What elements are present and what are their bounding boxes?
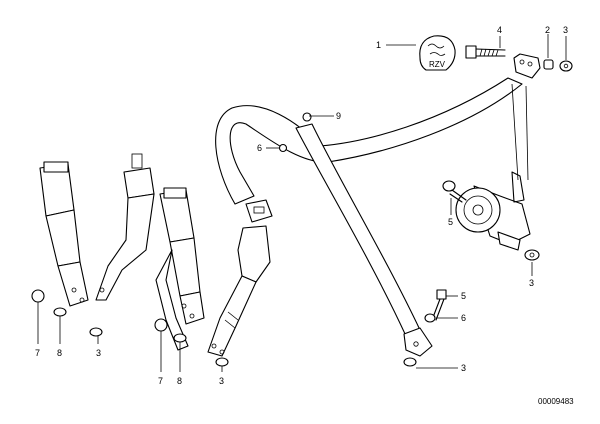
callout-3-bottom: 3 bbox=[461, 363, 466, 373]
plug-part-mid bbox=[278, 143, 288, 153]
washer-part-bottom bbox=[403, 357, 417, 367]
bolt-part bbox=[465, 45, 506, 59]
leader-lines bbox=[37, 34, 567, 372]
spacer-part-left bbox=[53, 307, 67, 317]
spacer-part bbox=[543, 59, 554, 70]
center-buckle-assembly bbox=[155, 187, 205, 351]
shoulder-belt-webbing bbox=[215, 77, 529, 205]
cap-part-center bbox=[154, 318, 168, 332]
callout-5-right: 5 bbox=[448, 217, 453, 227]
svg-text:RZV: RZV bbox=[429, 60, 446, 69]
callout-9-mid: 9 bbox=[336, 111, 341, 121]
callout-3-center: 3 bbox=[219, 376, 224, 386]
belt-guide-cover-part: RZV bbox=[419, 35, 456, 71]
drawing-code: 00009483 bbox=[538, 397, 574, 406]
cap-part-left bbox=[31, 289, 45, 303]
washer-part-left bbox=[89, 327, 103, 337]
callout-labels: 1 4 2 3 9 6 5 3 5 6 3 7 8 3 7 8 3 bbox=[35, 25, 568, 386]
center-belt-tongue bbox=[207, 199, 273, 357]
callout-5-low: 5 bbox=[461, 291, 466, 301]
callout-7-left: 7 bbox=[35, 348, 40, 358]
left-belt-tongue bbox=[95, 153, 155, 301]
callout-8-center: 8 bbox=[177, 376, 182, 386]
washer-part-center bbox=[215, 357, 229, 367]
callout-7-center: 7 bbox=[158, 376, 163, 386]
callout-3-top: 3 bbox=[563, 25, 568, 35]
belt-retractor bbox=[455, 171, 531, 251]
washer-part-right bbox=[524, 249, 540, 261]
callout-6-low: 6 bbox=[461, 313, 466, 323]
callout-8-left: 8 bbox=[57, 348, 62, 358]
callout-1: 1 bbox=[376, 40, 381, 50]
lap-belt-webbing bbox=[295, 123, 433, 357]
spacer-part-center bbox=[173, 333, 187, 343]
callout-3-left: 3 bbox=[96, 348, 101, 358]
left-buckle-assembly bbox=[39, 161, 89, 307]
nut-part-mid bbox=[302, 112, 312, 122]
callout-6-mid: 6 bbox=[257, 143, 262, 153]
spacer-part-low bbox=[424, 313, 436, 323]
callout-3-right: 3 bbox=[529, 278, 534, 288]
upper-anchor-bracket bbox=[513, 53, 541, 79]
callout-2: 2 bbox=[545, 25, 550, 35]
bolt-part-right bbox=[442, 180, 467, 203]
washer-part-top bbox=[559, 60, 573, 72]
callout-4: 4 bbox=[497, 25, 502, 35]
